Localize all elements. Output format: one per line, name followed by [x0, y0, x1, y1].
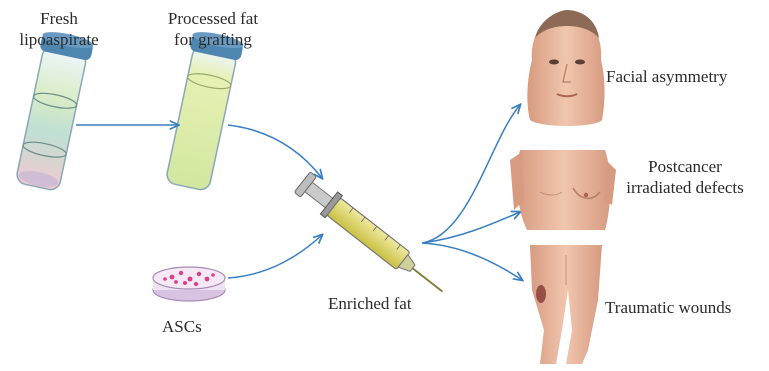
fresh-tube-icon [11, 29, 94, 192]
arrow-processed-to-syringe [228, 125, 322, 178]
arrow-to-face [422, 105, 520, 243]
petri-dish-icon [153, 267, 225, 301]
human-legs-icon [530, 245, 602, 364]
facial-asymmetry-label: Facial asymmetry [606, 66, 727, 87]
human-head-icon [527, 10, 604, 126]
fresh-label-line1: Fresh [14, 8, 104, 29]
syringe-icon [294, 171, 452, 303]
fresh-lipoaspirate-label: Fresh lipoaspirate [14, 8, 104, 50]
human-torso-icon [510, 150, 616, 230]
fresh-label-line2: lipoaspirate [14, 29, 104, 50]
processed-fat-label: Processed fat for grafting [148, 8, 278, 50]
processed-tube-icon [161, 29, 244, 192]
ascs-label: ASCs [162, 316, 202, 337]
arrow-to-torso [422, 212, 520, 243]
traumatic-wounds-label: Traumatic wounds [605, 297, 731, 318]
enriched-fat-label: Enriched fat [328, 293, 412, 314]
postcancer-label: Postcancer irradiated defects [610, 156, 760, 198]
processed-label-line1: Processed fat [148, 8, 278, 29]
postcancer-label-line2: irradiated defects [610, 177, 760, 198]
postcancer-label-line1: Postcancer [610, 156, 760, 177]
arrow-to-legs [422, 243, 522, 280]
processed-label-line2: for grafting [148, 29, 278, 50]
arrow-ascs-to-syringe [228, 235, 322, 278]
